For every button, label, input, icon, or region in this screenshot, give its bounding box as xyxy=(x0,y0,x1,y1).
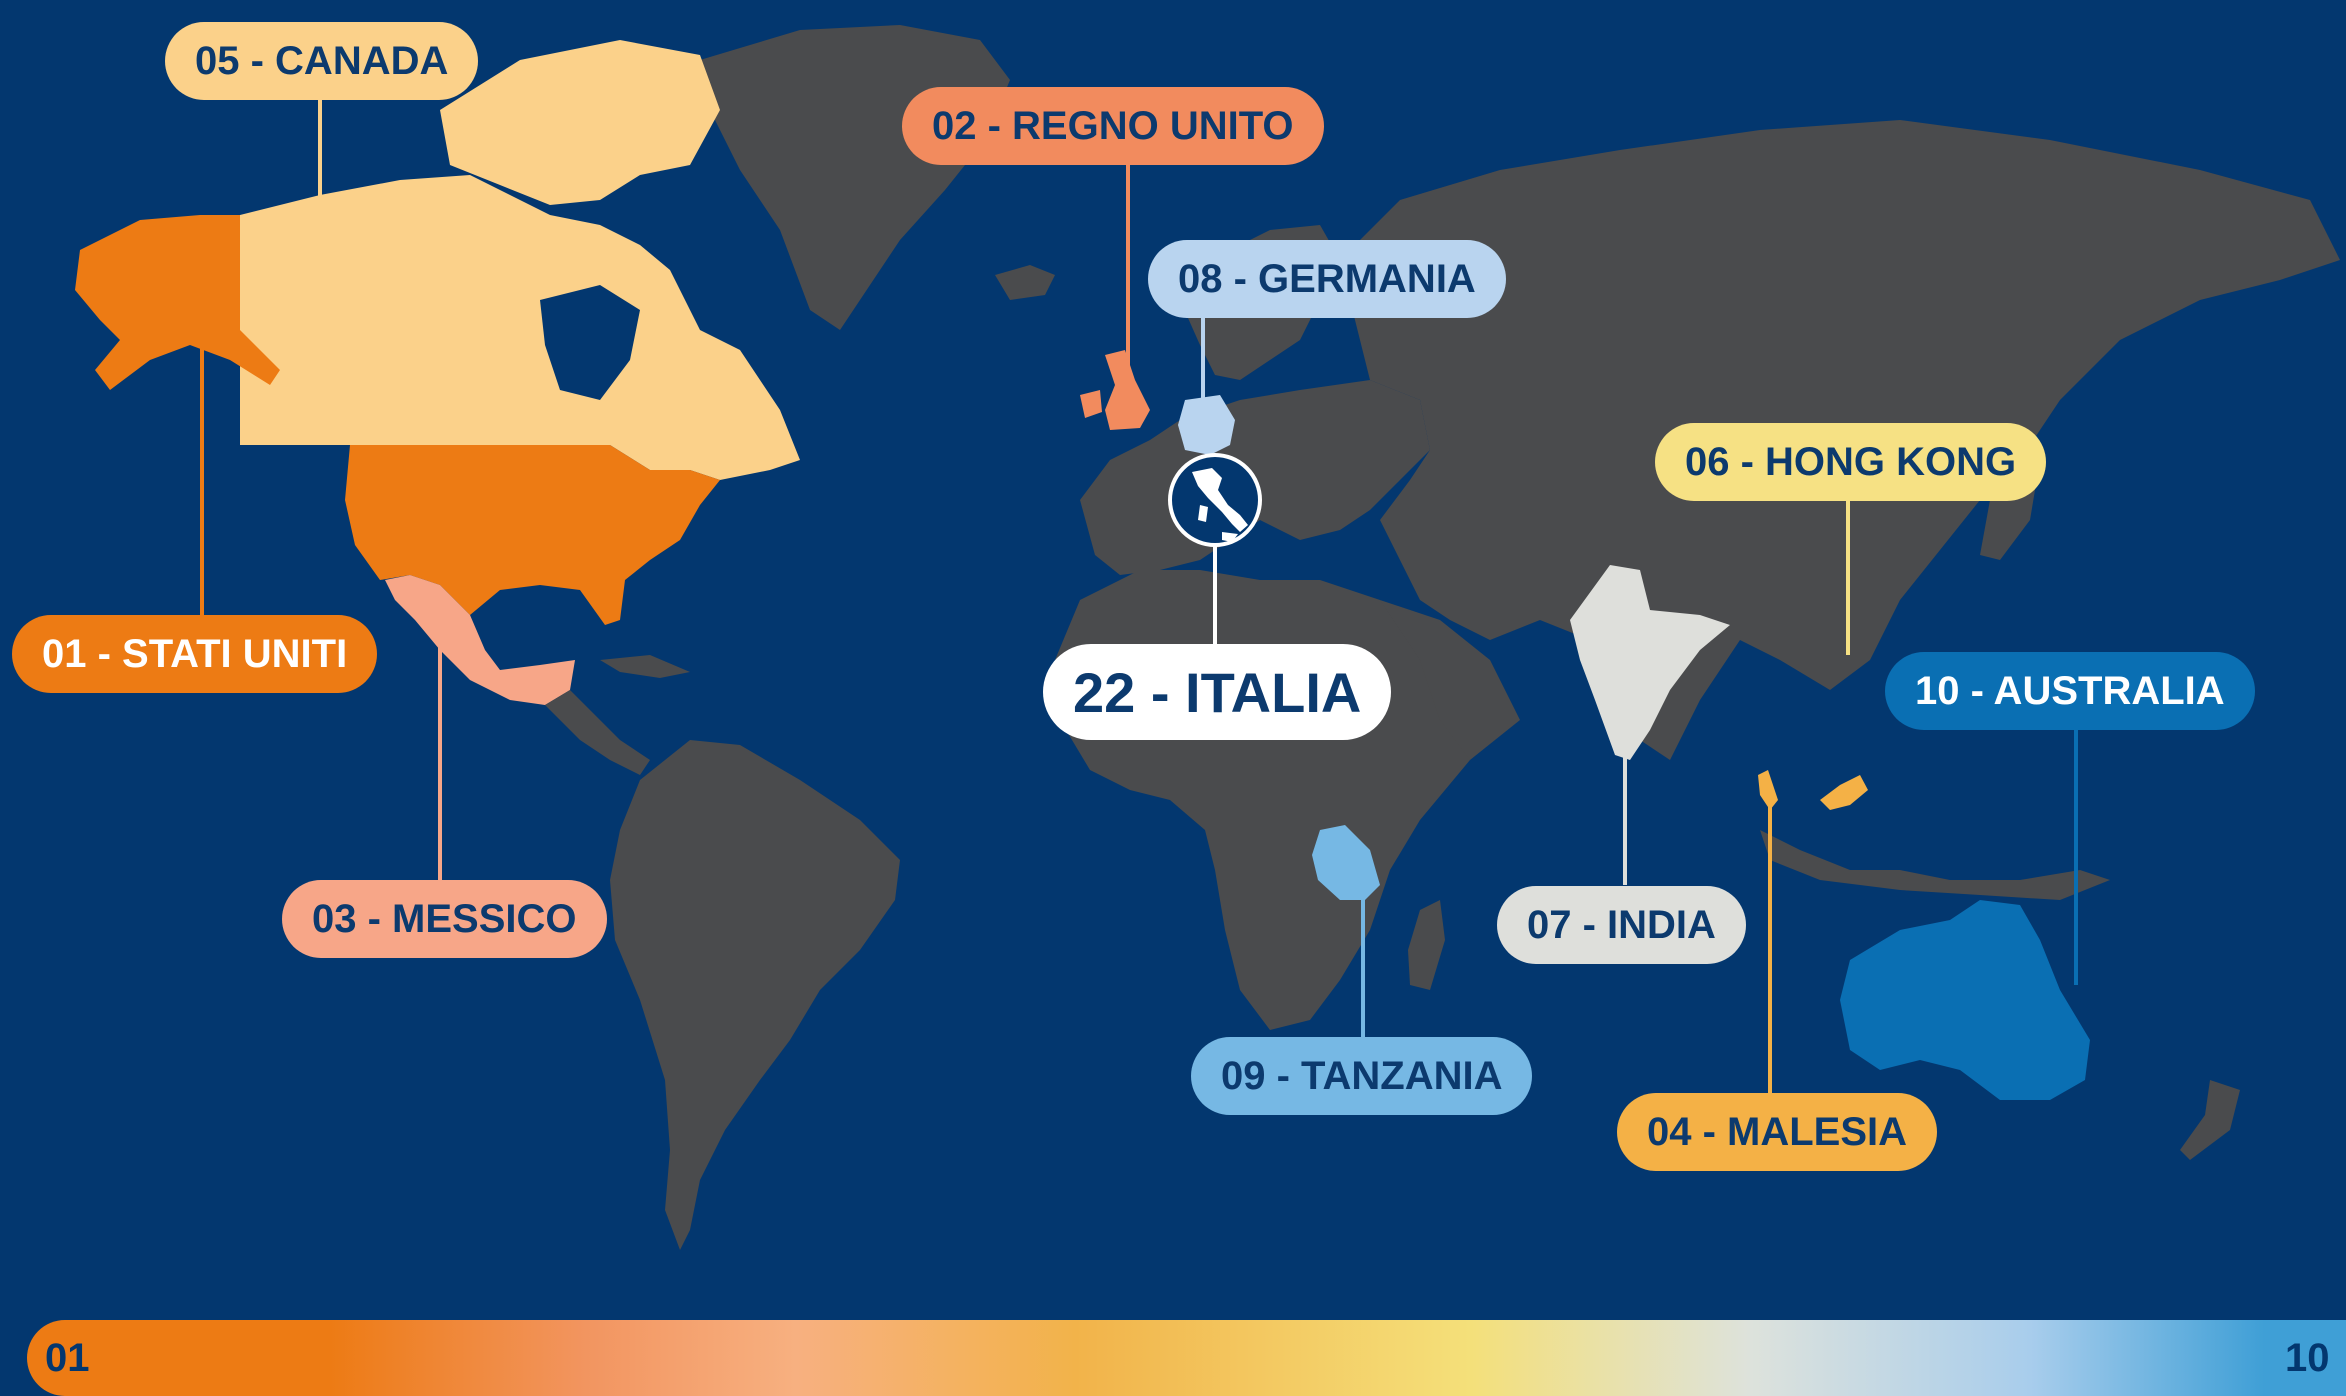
label-hong-kong[interactable]: 06 - HONG KONG xyxy=(1655,423,2047,501)
mexico-shape xyxy=(385,575,575,705)
label-malesia-text: 04 - MALESIA xyxy=(1647,1109,1908,1154)
canada-shape xyxy=(240,175,800,480)
scale-max-label: 10 xyxy=(2285,1336,2330,1380)
borneo-malaysia-shape xyxy=(1820,775,1868,810)
scale-min-label: 01 xyxy=(45,1336,90,1380)
italy-marker xyxy=(1168,453,1262,547)
label-australia[interactable]: 10 - AUSTRALIA xyxy=(1885,652,2255,730)
australia-shape xyxy=(1840,900,2090,1100)
iceland-shape xyxy=(995,265,1055,300)
germany-shape xyxy=(1178,395,1235,455)
label-india-text: 07 - INDIA xyxy=(1527,902,1716,947)
italy-icon xyxy=(1192,468,1248,542)
label-tanzania[interactable]: 09 - TANZANIA xyxy=(1191,1037,1533,1115)
label-germania[interactable]: 08 - GERMANIA xyxy=(1148,240,1506,318)
new-zealand-shape xyxy=(2180,1080,2240,1160)
label-canada-text: 05 - CANADA xyxy=(195,38,449,83)
india-shape xyxy=(1570,565,1730,760)
hudson-bay-shape xyxy=(540,285,640,400)
alaska-shape xyxy=(75,215,280,390)
indonesia-shape xyxy=(1760,830,2110,900)
label-canada[interactable]: 05 - CANADA xyxy=(165,22,479,100)
label-hong-kong-text: 06 - HONG KONG xyxy=(1685,439,2017,484)
label-italia-text: 22 - ITALIA xyxy=(1073,660,1362,724)
arctic-islands-shape xyxy=(440,40,720,205)
greenland-shape xyxy=(700,25,1010,330)
arabia-shape xyxy=(1380,600,1520,760)
label-regno-unito-text: 02 - REGNO UNITO xyxy=(932,103,1294,148)
label-malesia[interactable]: 04 - MALESIA xyxy=(1617,1093,1938,1171)
label-messico-text: 03 - MESSICO xyxy=(312,896,577,941)
south-america-shape xyxy=(610,740,900,1250)
leader-lines xyxy=(200,100,2078,1093)
label-australia-text: 10 - AUSTRALIA xyxy=(1915,668,2225,713)
label-india[interactable]: 07 - INDIA xyxy=(1497,886,1746,964)
madagascar-shape xyxy=(1408,900,1445,990)
ireland-shape xyxy=(1080,390,1102,418)
malaysia-shape xyxy=(1758,770,1778,810)
label-tanzania-text: 09 - TANZANIA xyxy=(1221,1053,1503,1098)
cuba-shape xyxy=(600,655,690,678)
usa-shape xyxy=(345,445,720,625)
label-italia[interactable]: 22 - ITALIA xyxy=(1043,644,1392,740)
label-stati-uniti[interactable]: 01 - STATI UNITI xyxy=(12,615,378,693)
central-america-shape xyxy=(545,690,650,775)
label-messico[interactable]: 03 - MESSICO xyxy=(282,880,607,958)
label-regno-unito[interactable]: 02 - REGNO UNITO xyxy=(902,87,1324,165)
label-stati-uniti-text: 01 - STATI UNITI xyxy=(42,631,348,676)
color-scale-bar xyxy=(27,1320,2346,1396)
tanzania-shape xyxy=(1312,825,1380,900)
label-germania-text: 08 - GERMANIA xyxy=(1178,256,1476,301)
